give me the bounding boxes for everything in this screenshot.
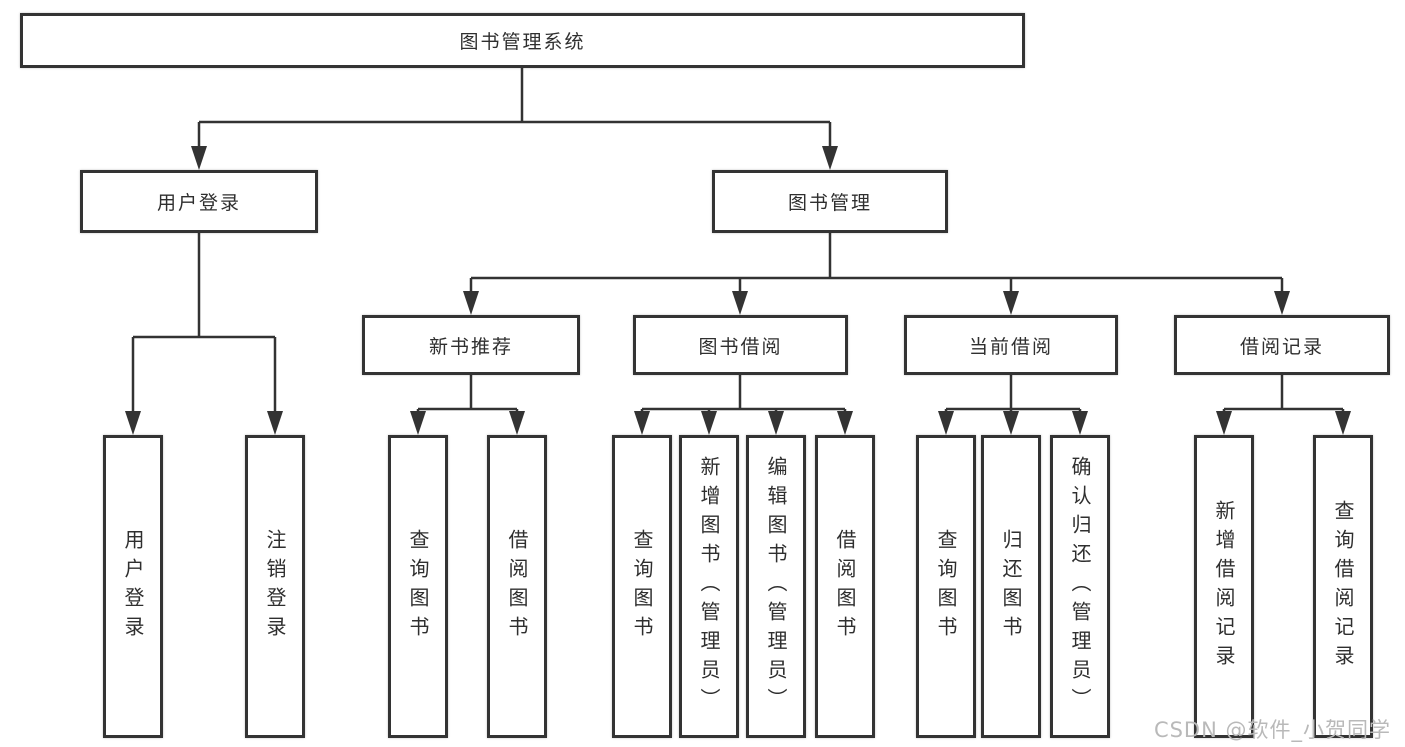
connector-arrowhead-icon bbox=[732, 291, 748, 315]
connector-arrowhead-icon bbox=[463, 291, 479, 315]
leaf-node-borrow-books-1: 借阅图书 bbox=[487, 435, 547, 738]
leaf-node-query-borrow-record: 查询借阅记录 bbox=[1313, 435, 1373, 738]
connector-arrowhead-icon bbox=[410, 411, 426, 435]
node-new-book-recommend: 新书推荐 bbox=[362, 315, 580, 375]
leaf-node-user-login: 用户登录 bbox=[103, 435, 163, 738]
connector-arrowhead-icon bbox=[191, 146, 207, 170]
leaf-node-query-books-3: 查询图书 bbox=[916, 435, 976, 738]
connector-arrowhead-icon bbox=[509, 411, 525, 435]
leaf-node-confirm-return-admin: 确认归还（管理员） bbox=[1050, 435, 1110, 738]
node-book-management: 图书管理 bbox=[712, 170, 948, 233]
leaf-node-edit-books-admin: 编辑图书（管理员） bbox=[746, 435, 806, 738]
connector-book-management-to-level3 bbox=[463, 233, 1290, 315]
connector-arrowhead-icon bbox=[1274, 291, 1290, 315]
connector-arrowhead-icon bbox=[768, 411, 784, 435]
node-user-login: 用户登录 bbox=[80, 170, 318, 233]
connector-book-borrow-to-leaves bbox=[634, 375, 853, 435]
connector-arrowhead-icon bbox=[1216, 411, 1232, 435]
connector-arrowhead-icon bbox=[1335, 411, 1351, 435]
connector-arrowhead-icon bbox=[1003, 291, 1019, 315]
node-borrow-records: 借阅记录 bbox=[1174, 315, 1390, 375]
connector-user-login-to-leaves bbox=[125, 233, 283, 435]
leaf-node-query-books-2: 查询图书 bbox=[612, 435, 672, 738]
connector-arrowhead-icon bbox=[634, 411, 650, 435]
connector-arrowhead-icon bbox=[267, 411, 283, 435]
connector-arrowhead-icon bbox=[701, 411, 717, 435]
leaf-node-query-books-1: 查询图书 bbox=[388, 435, 448, 738]
connector-root-to-level2 bbox=[191, 68, 838, 170]
leaf-node-logout: 注销登录 bbox=[245, 435, 305, 738]
connector-arrowhead-icon bbox=[837, 411, 853, 435]
leaf-node-borrow-books-2: 借阅图书 bbox=[815, 435, 875, 738]
connector-arrowhead-icon bbox=[822, 146, 838, 170]
connector-arrowhead-icon bbox=[938, 411, 954, 435]
leaf-node-add-borrow-record: 新增借阅记录 bbox=[1194, 435, 1254, 738]
node-book-borrow: 图书借阅 bbox=[633, 315, 848, 375]
connector-current-borrow-to-leaves bbox=[938, 375, 1088, 435]
connector-arrowhead-icon bbox=[1072, 411, 1088, 435]
leaf-node-return-books: 归还图书 bbox=[981, 435, 1041, 738]
connector-new-book-recommend-to-leaves bbox=[410, 375, 525, 435]
connector-arrowhead-icon bbox=[1003, 411, 1019, 435]
node-current-borrow: 当前借阅 bbox=[904, 315, 1118, 375]
connector-borrow-records-to-leaves bbox=[1216, 375, 1351, 435]
leaf-node-add-books-admin: 新增图书（管理员） bbox=[679, 435, 739, 738]
node-library-management-system: 图书管理系统 bbox=[20, 13, 1025, 68]
connector-arrowhead-icon bbox=[125, 411, 141, 435]
